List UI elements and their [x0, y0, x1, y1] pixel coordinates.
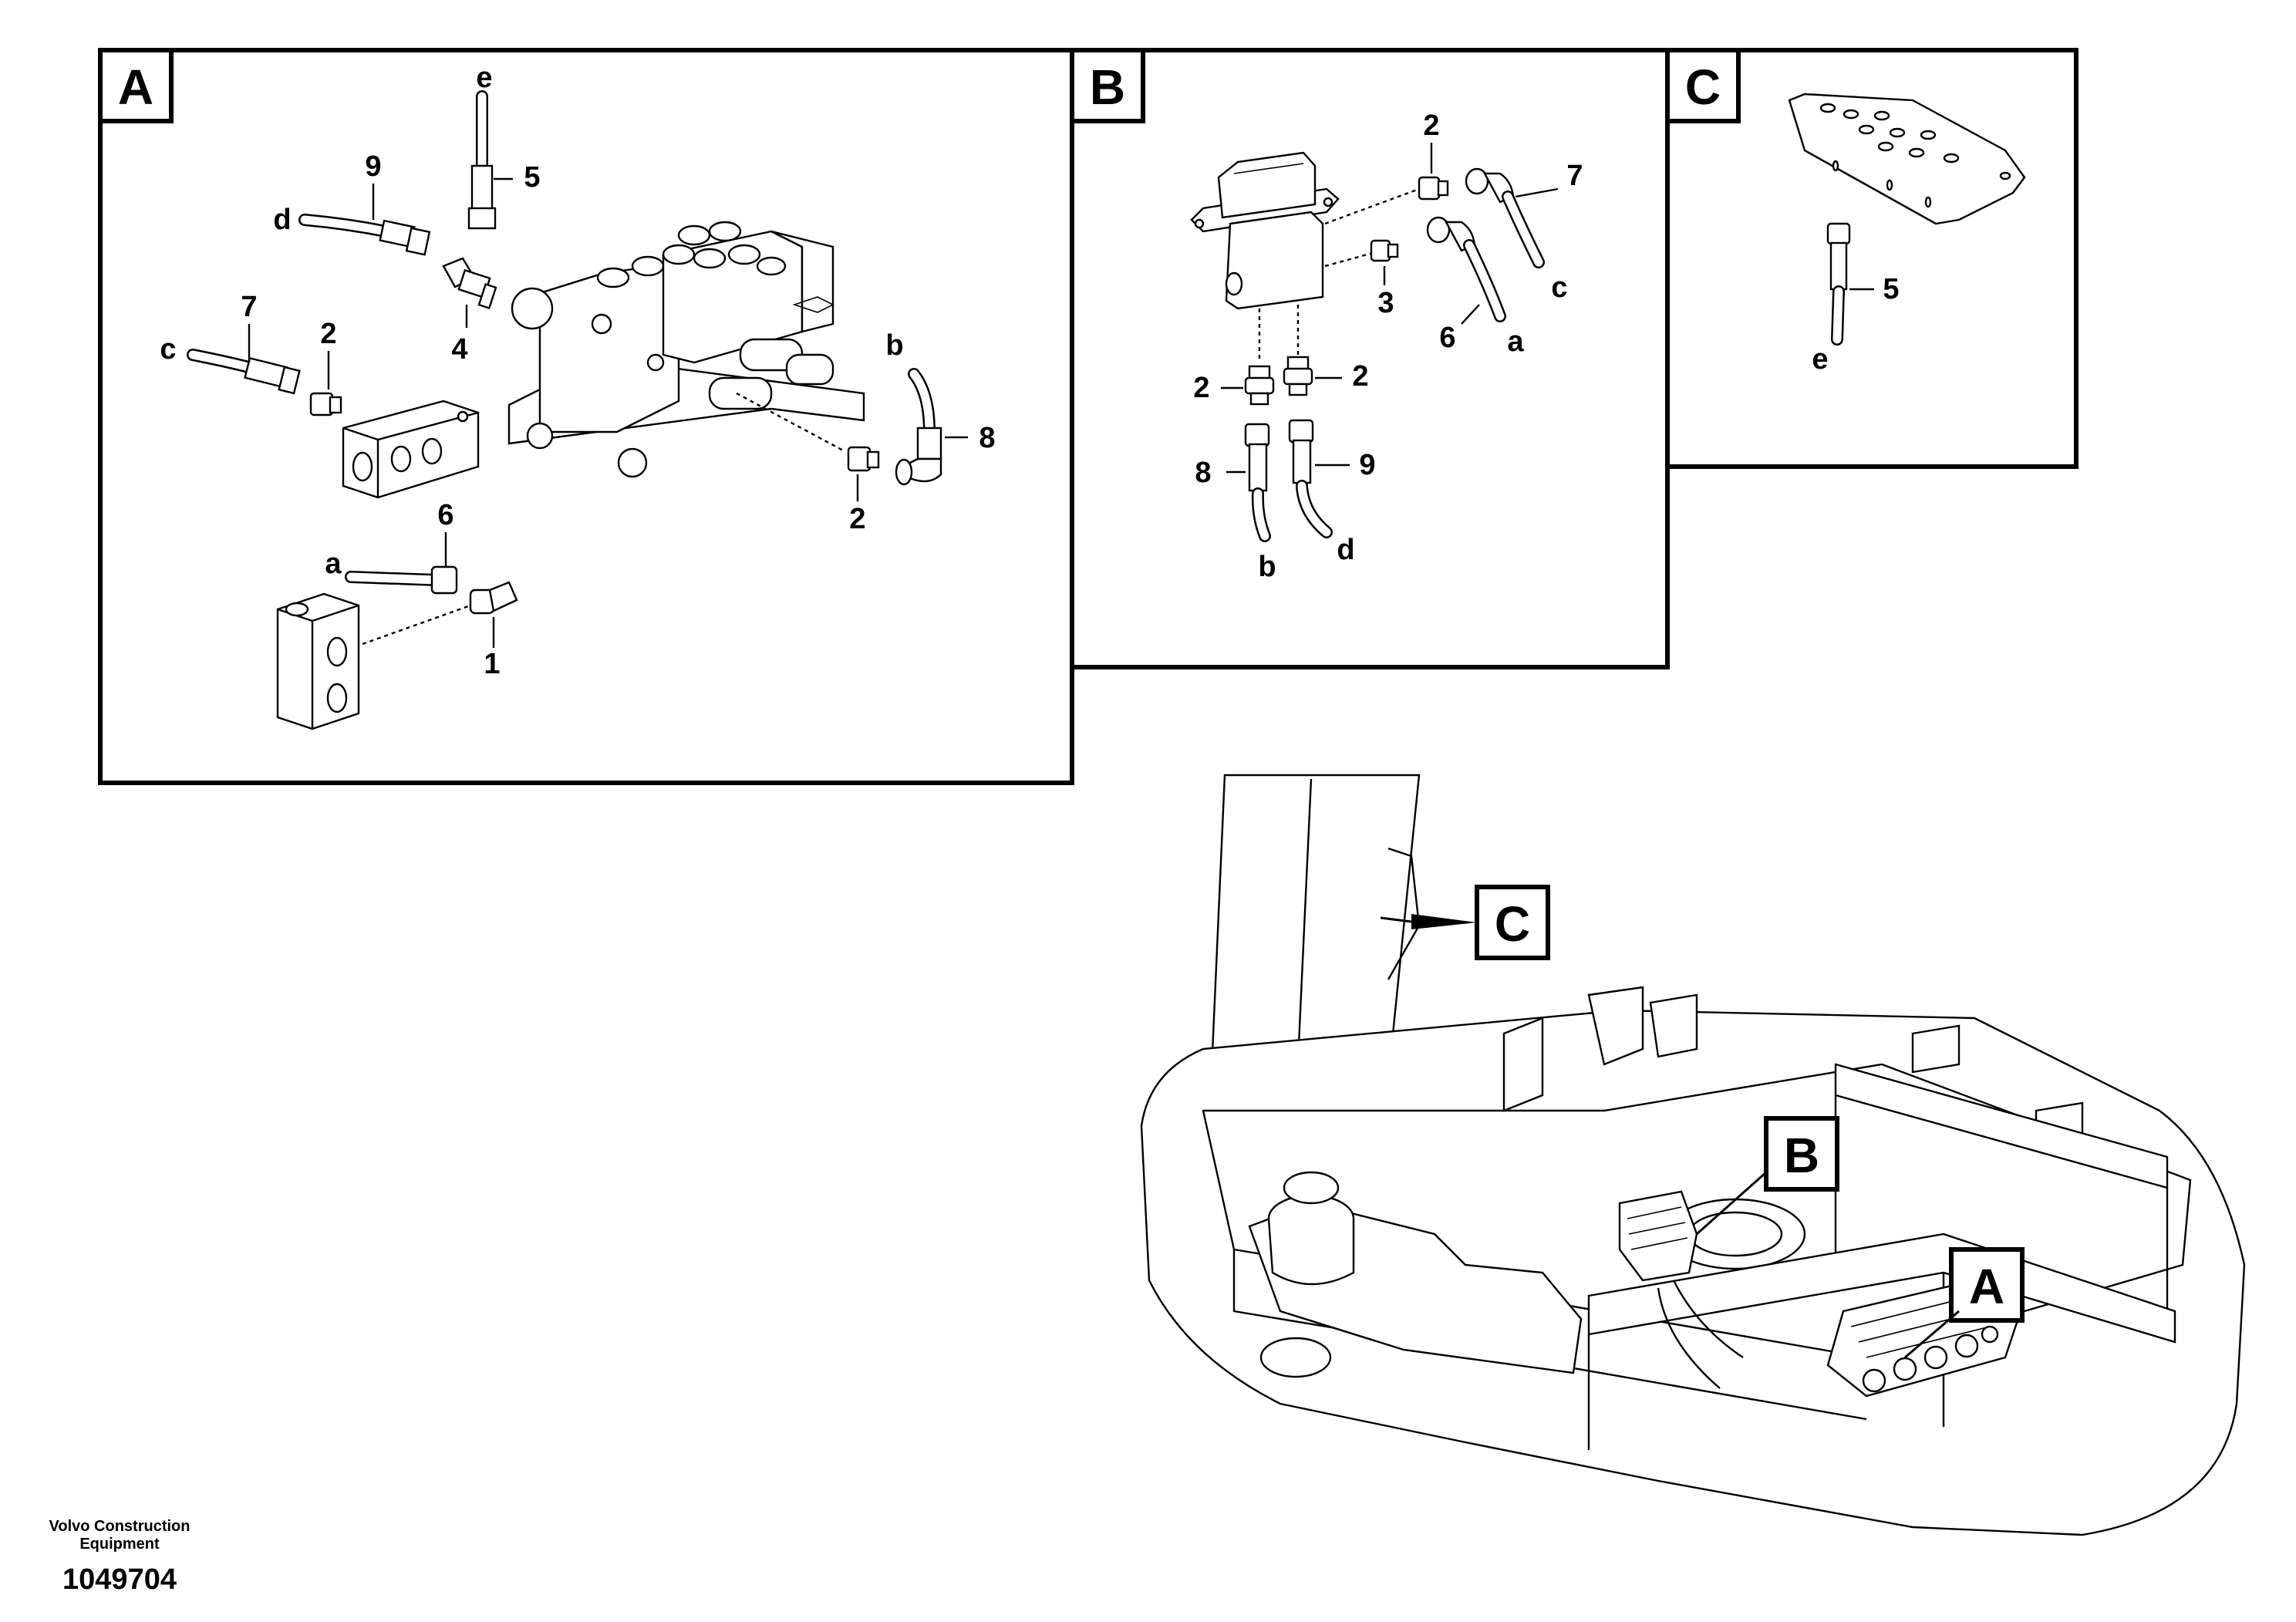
panel-b-frame	[1070, 48, 1670, 669]
control-valve-assembly	[507, 221, 865, 478]
hose-8	[895, 368, 942, 486]
callout-a-9: 9	[365, 150, 381, 183]
panel-c-letter: C	[1685, 59, 1721, 115]
leader-a	[1904, 1310, 1960, 1359]
company-line-1: Volvo Construction	[49, 1518, 190, 1535]
hose-6	[345, 565, 458, 595]
callout-b-2-left: 2	[1193, 372, 1209, 404]
callout-a-1: 1	[484, 648, 500, 680]
manifold-block	[342, 400, 480, 499]
overview-label-a: A	[1969, 1259, 2004, 1314]
callout-b-6: 6	[1439, 322, 1455, 354]
callout-b-8: 8	[1195, 457, 1211, 489]
valve-block	[276, 592, 360, 730]
hose-b-7	[1465, 167, 1545, 268]
callout-b-d: d	[1337, 534, 1354, 566]
hose-5	[467, 90, 497, 230]
panel-c: C 5 e	[1665, 48, 2079, 469]
callout-a-c: c	[160, 333, 176, 366]
overview-tag-c	[1475, 885, 1550, 960]
overview-tag-a	[1949, 1247, 2025, 1323]
callout-a-4: 4	[451, 333, 467, 366]
adapter-b-2-left	[1244, 365, 1275, 406]
leader-c	[1411, 914, 1477, 929]
callout-a-8: 8	[979, 422, 995, 454]
hose-c-5	[1826, 222, 1851, 346]
company-line-2: Equipment	[79, 1536, 160, 1553]
callout-b-a: a	[1507, 325, 1524, 358]
machine-overview: C B A	[1140, 774, 2246, 1536]
callout-a-d: d	[273, 204, 291, 236]
mounting-plate	[1788, 93, 2026, 225]
callout-a-7: 7	[241, 291, 257, 323]
hose-9	[298, 214, 431, 256]
panel-b: B 2 7 c	[1070, 48, 1670, 669]
callout-b-c: c	[1551, 271, 1567, 304]
callout-b-3: 3	[1377, 287, 1394, 319]
pilot-valve	[1190, 151, 1340, 310]
elbow-fitting-1	[469, 581, 518, 615]
callout-a-2-left: 2	[320, 318, 336, 350]
callout-a-5: 5	[524, 161, 540, 194]
leader-b	[1696, 1171, 1767, 1236]
hose-b-8	[1244, 423, 1271, 542]
panel-a-tag	[98, 48, 174, 123]
callout-b-9: 9	[1359, 449, 1375, 481]
figure-number: 1049704	[62, 1563, 177, 1596]
upper-frame	[1140, 1009, 2246, 1536]
callout-a-e: e	[476, 62, 492, 94]
callout-b-2-top: 2	[1423, 110, 1439, 142]
callout-a-6: 6	[437, 499, 453, 531]
panel-b-letter: B	[1090, 59, 1125, 115]
overview-label-b: B	[1784, 1128, 1819, 1183]
adapter-2-left	[309, 392, 342, 416]
callout-c-e: e	[1812, 343, 1828, 376]
callout-b-2-right: 2	[1352, 360, 1368, 393]
callout-a-b: b	[885, 329, 903, 362]
panel-c-tag	[1665, 48, 1741, 123]
callout-a-a: a	[325, 548, 342, 580]
hose-b-9	[1288, 419, 1333, 538]
hose-b-6	[1426, 216, 1506, 322]
tee-fitting-4	[442, 257, 497, 309]
hose-7	[187, 349, 301, 395]
overview-tag-b	[1764, 1116, 1839, 1192]
callout-c-5: 5	[1883, 273, 1899, 305]
callout-b-b: b	[1258, 551, 1276, 583]
adapter-b-2-right	[1283, 356, 1313, 396]
panel-b-tag	[1070, 48, 1145, 123]
panel-a-letter: A	[118, 59, 153, 115]
panel-a: A	[98, 48, 1074, 785]
callout-b-7: 7	[1566, 160, 1583, 192]
callout-a-2-right: 2	[849, 503, 865, 535]
adapter-b-3	[1370, 239, 1399, 262]
overview-label-c: C	[1495, 896, 1530, 952]
adapter-b-2-top	[1418, 176, 1449, 201]
adapter-2-right	[847, 446, 880, 472]
